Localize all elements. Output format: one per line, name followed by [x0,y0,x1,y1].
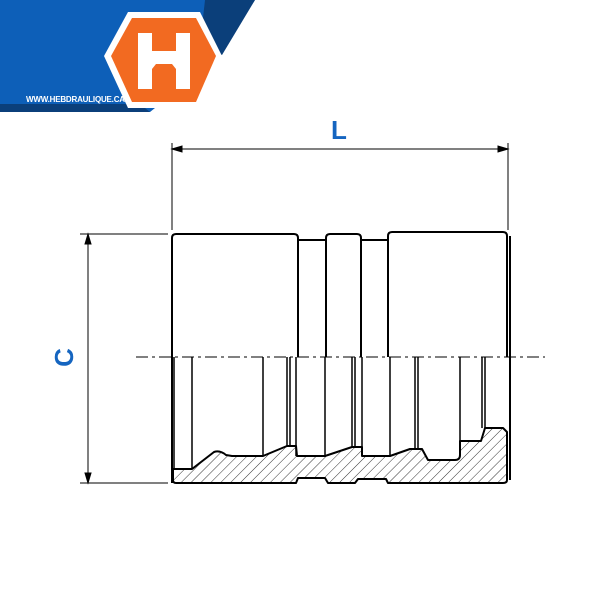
dimension-lines [80,143,510,485]
length-dimension-label: L [331,115,347,145]
diameter-dimension-label: C [48,348,79,367]
logo-h-icon [138,33,190,89]
brand-banner [0,0,255,112]
website-url: WWW.HEBDRAULIQUE.CA [26,95,125,104]
fitting-body [171,231,511,484]
hatched-section [172,427,508,484]
